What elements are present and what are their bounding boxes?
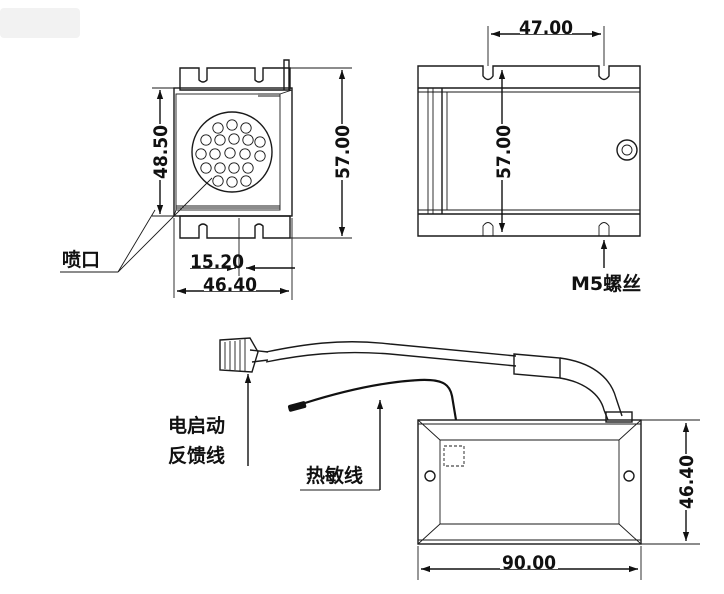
dim-label-48-50: 48.50 [150,125,172,179]
dim-15-20: 15.20 [190,218,295,300]
dim-label-47-00: 47.00 [519,17,573,39]
front-view [173,59,293,239]
feedback-label-line2: 反馈线 [168,444,225,467]
watermark [0,8,80,38]
dim-label-46-40-bottom: 46.40 [676,455,698,509]
thermistor-wire [287,378,458,421]
dim-47-00: 47.00 [487,17,605,66]
dim-48-50: 48.50 [149,87,178,217]
dim-label-90-00: 90.00 [502,552,556,574]
nozzle-holes [195,119,266,188]
screw-label: M5螺丝 [571,272,641,295]
dim-label-57-00-side: 57.00 [493,125,515,179]
dim-46-40-front: 46.40 [173,218,289,298]
feedback-callout: 电启动 反馈线 [168,374,252,467]
dim-57-00-side: 57.00 [492,70,515,232]
nozzle-callout: 喷口 [60,177,213,273]
screw-hole [616,139,638,161]
dim-90-00: 90.00 [417,546,642,580]
mount-hole-left [424,470,436,482]
dim-57-00-front: 57.00 [290,67,354,239]
bottom-view [417,419,642,545]
dim-label-15-20: 15.20 [190,251,244,273]
side-view [417,65,641,237]
connector [219,337,269,373]
nozzle-circle [191,111,273,193]
dim-label-46-40-front: 46.40 [203,274,257,296]
feedback-label-line1: 电启动 [168,414,225,437]
feedback-cable [265,341,633,423]
screw-callout: M5螺丝 [571,240,641,295]
dim-label-57-00-front: 57.00 [332,125,354,179]
mount-hole-right [623,470,635,482]
thermistor-label: 热敏线 [306,464,363,487]
nozzle-label: 喷口 [62,249,100,271]
thermistor-callout: 热敏线 [300,400,384,491]
dim-46-40-bottom: 46.40 [641,419,700,545]
